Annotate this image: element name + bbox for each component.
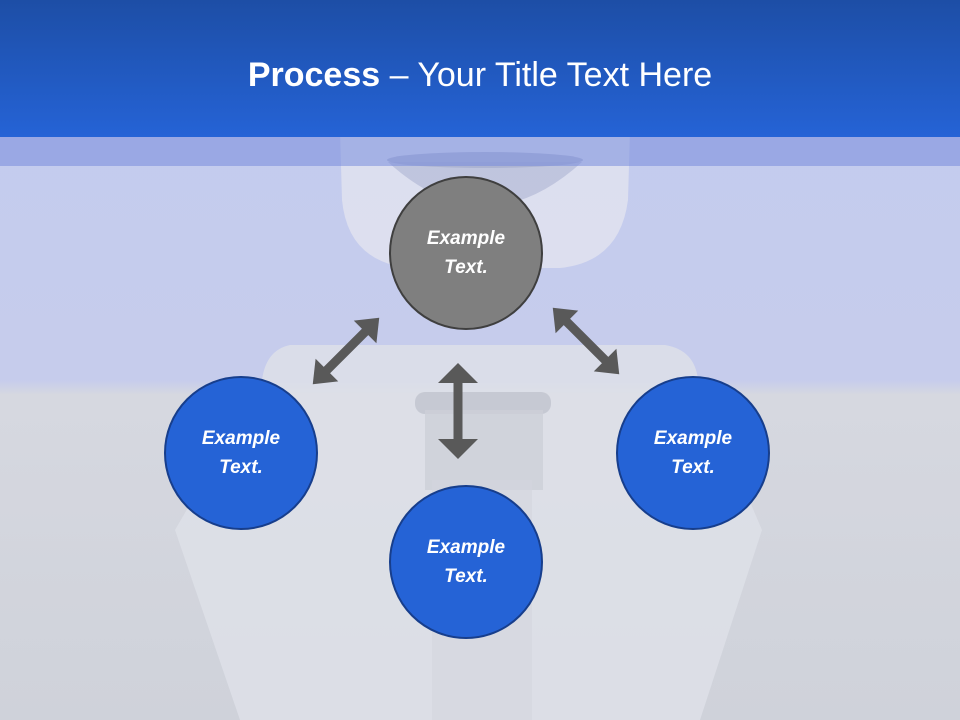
node-center: Example Text. <box>389 176 543 330</box>
node-left: Example Text. <box>164 376 318 530</box>
node-bottom-label: Example Text. <box>426 537 506 587</box>
node-left-label: Example Text. <box>201 428 281 478</box>
title-bar <box>0 0 960 137</box>
title-bar-band <box>0 137 960 166</box>
node-bottom: Example Text. <box>389 485 543 639</box>
slide-title: Process – Your Title Text Here <box>0 54 960 96</box>
node-right: Example Text. <box>616 376 770 530</box>
node-right-label: Example Text. <box>653 428 733 478</box>
node-center-label: Example Text. <box>426 228 506 278</box>
slide-title-rest: – Your Title Text Here <box>380 56 713 94</box>
slide-title-bold: Process <box>247 56 381 94</box>
